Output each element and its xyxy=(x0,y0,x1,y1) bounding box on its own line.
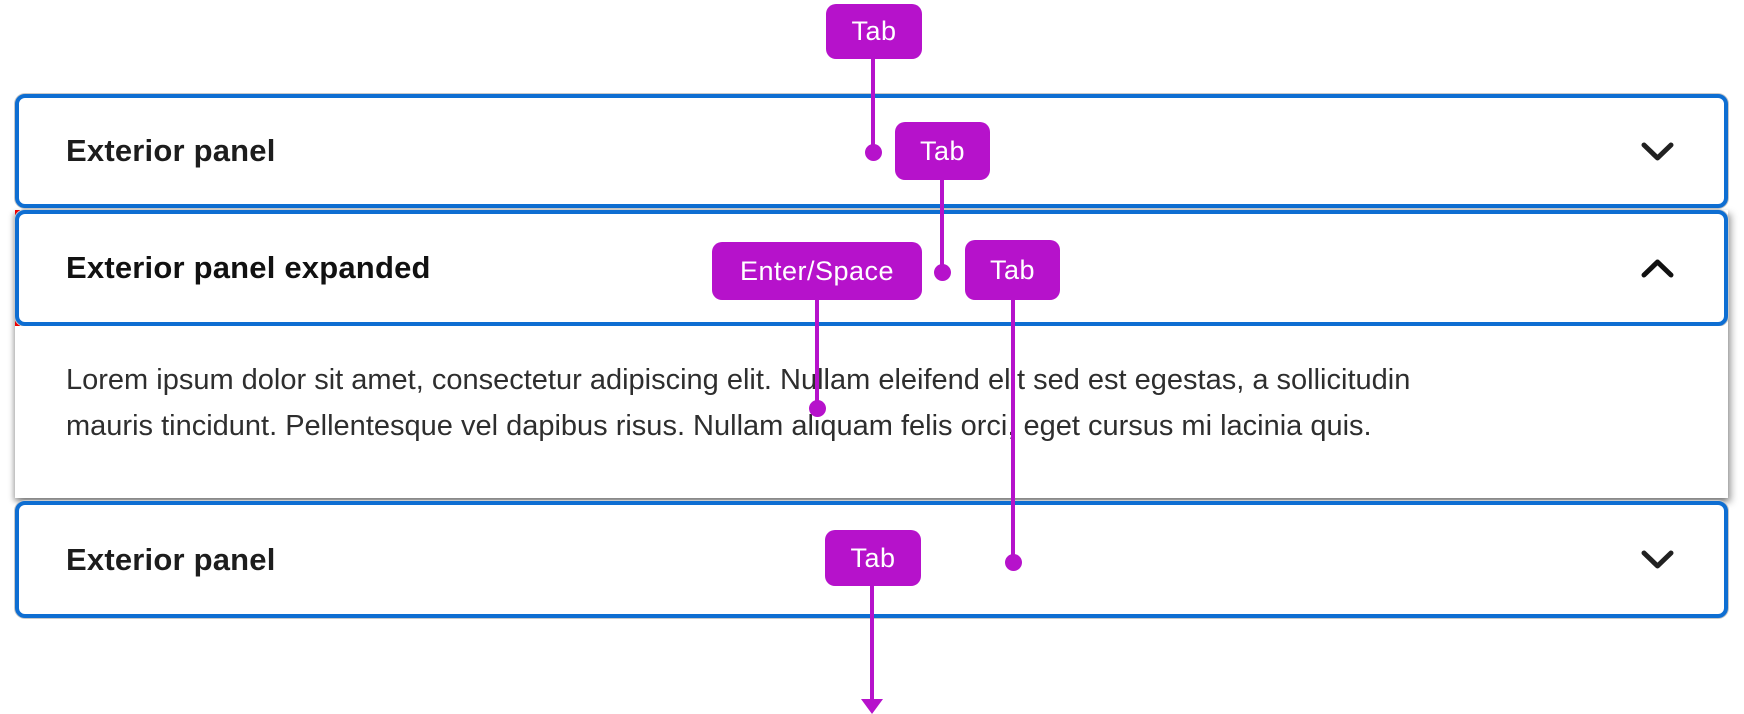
keyboard-badge-tab-4: Tab xyxy=(825,530,921,586)
accordion-title: Exterior panel xyxy=(66,541,276,577)
accordion-expanded-content: Lorem ipsum dolor sit amet, consectetur … xyxy=(15,326,1728,498)
keyboard-badge-tab-1: Tab xyxy=(826,4,922,59)
focus-point-dot xyxy=(809,400,826,417)
focus-flow-line xyxy=(1011,300,1015,564)
focus-point-dot xyxy=(934,264,951,281)
focus-point-dot xyxy=(865,144,882,161)
keyboard-badge-enter-space: Enter/Space xyxy=(712,242,922,300)
keyboard-badge-tab-2: Tab xyxy=(895,122,990,180)
chevron-down-icon xyxy=(1641,142,1674,160)
keyboard-badge-tab-3: Tab xyxy=(965,240,1060,300)
accordion-item-expanded: Exterior panel expanded Lorem ipsum dolo… xyxy=(15,210,1728,498)
accordion-title: Exterior panel expanded xyxy=(66,250,431,285)
accordion-title: Exterior panel xyxy=(66,133,276,168)
body-text-line: mauris tincidunt. Pellentesque vel dapib… xyxy=(66,410,1372,442)
focus-flow-line xyxy=(871,59,875,154)
focus-exit-arrow-icon xyxy=(861,699,883,714)
focus-flow-line xyxy=(940,180,944,274)
chevron-down-icon xyxy=(1641,550,1674,569)
chevron-up-icon xyxy=(1641,259,1674,277)
focus-flow-line xyxy=(870,586,874,700)
focus-flow-line xyxy=(815,300,819,410)
focus-point-dot xyxy=(1005,554,1022,571)
body-text-line: Lorem ipsum dolor sit amet, consectetur … xyxy=(66,364,1411,396)
